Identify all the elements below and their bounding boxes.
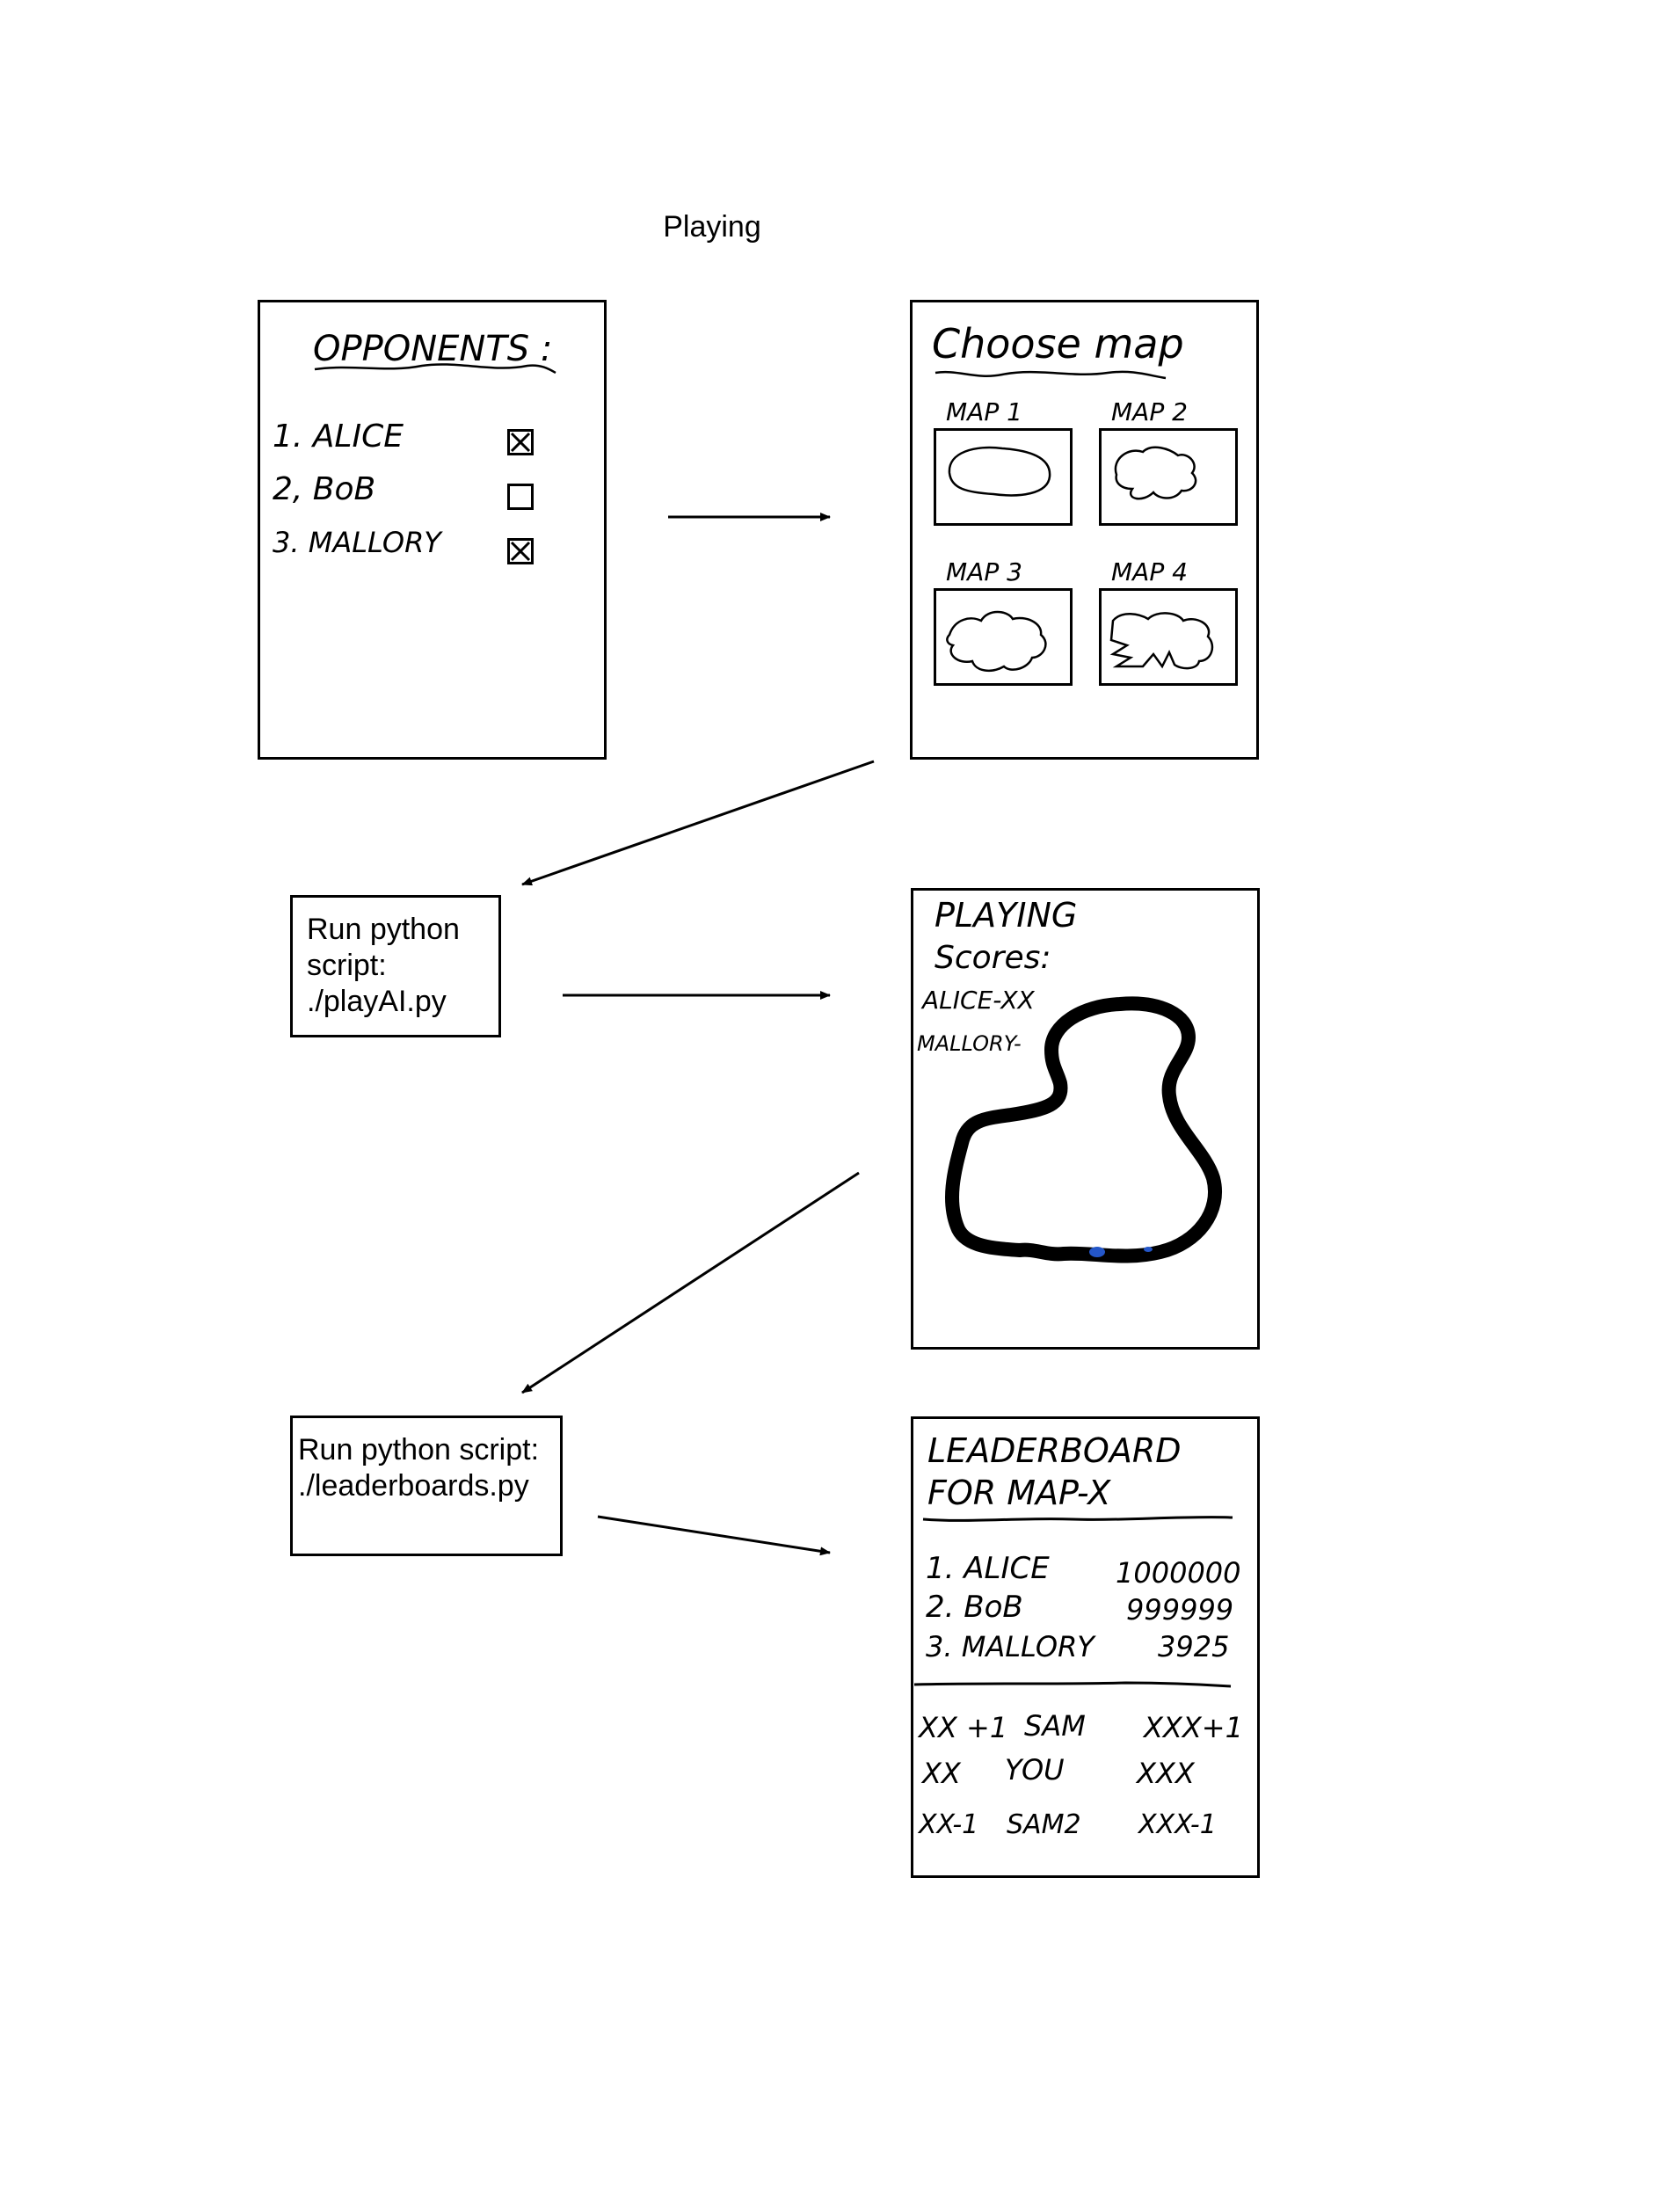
check-mark-icon bbox=[510, 432, 531, 453]
playing-heading: PLAYING bbox=[935, 896, 1078, 935]
opponent-item-bob: 2, BoB bbox=[273, 471, 376, 507]
map-2-shape-icon bbox=[1114, 446, 1197, 500]
map-label-1: MAP 1 bbox=[946, 397, 1022, 426]
top-row-3-score: 3925 bbox=[1158, 1630, 1230, 1663]
near-row-1-rank: XX +1 bbox=[919, 1711, 1008, 1744]
script-line-1: Run python script: bbox=[298, 1433, 540, 1467]
script-line-2: script: bbox=[307, 949, 387, 982]
leaderboard-heading-underline bbox=[922, 1516, 1233, 1522]
leaderboard-divider bbox=[913, 1681, 1232, 1688]
choose-map-heading: Choose map bbox=[932, 320, 1184, 368]
near-row-2-score: XXX bbox=[1137, 1757, 1195, 1790]
checkbox-mallory[interactable] bbox=[507, 538, 534, 564]
opponent-item-mallory: 3. MALLORY bbox=[273, 526, 441, 559]
leaderboard-heading-2: FOR MAP-X bbox=[927, 1474, 1111, 1512]
map-3-shape-icon bbox=[946, 610, 1047, 673]
map-label-4: MAP 4 bbox=[1111, 557, 1188, 586]
leaderboard-heading-1: LEADERBOARD bbox=[927, 1431, 1182, 1470]
script-line-1: Run python bbox=[307, 913, 460, 946]
run-leaderboards-script-box: Run python script: ./leaderboards.py bbox=[290, 1416, 563, 1556]
opponents-heading: OPPONENTS : bbox=[313, 329, 553, 369]
score-line-alice: ALICE-XX bbox=[922, 986, 1035, 1015]
near-row-2-rank: XX bbox=[922, 1757, 961, 1790]
checkbox-bob[interactable] bbox=[507, 484, 534, 510]
scores-label: Scores: bbox=[935, 940, 1051, 976]
top-row-3-rank: 3. MALLORY bbox=[926, 1630, 1095, 1663]
top-row-2-rank: 2. BoB bbox=[926, 1590, 1023, 1625]
near-row-1-score: XXX+1 bbox=[1144, 1711, 1243, 1744]
playing-screen: PLAYING Scores: ALICE-XX MALLORY- bbox=[911, 888, 1260, 1350]
script-line-3: ./playAI.py bbox=[307, 985, 447, 1018]
choose-map-screen: Choose map MAP 1 MAP 2 MAP 3 MAP 4 bbox=[910, 300, 1259, 760]
race-track-shape bbox=[945, 996, 1222, 1263]
map-thumbnail-2[interactable] bbox=[1099, 428, 1238, 526]
arrow-choose-map-to-script bbox=[521, 760, 875, 886]
opponents-heading-underline bbox=[314, 363, 556, 375]
top-row-2-score: 999999 bbox=[1126, 1593, 1234, 1627]
map-label-3: MAP 3 bbox=[946, 557, 1022, 586]
choose-map-heading-underline bbox=[935, 370, 1167, 380]
car-marker-icon bbox=[1089, 1247, 1105, 1257]
opponent-item-alice: 1. ALICE bbox=[273, 418, 404, 455]
run-playai-script-box: Run python script: ./playAI.py bbox=[290, 895, 501, 1037]
top-row-1-rank: 1. ALICE bbox=[926, 1551, 1050, 1586]
near-row-3-rank: XX-1 bbox=[919, 1809, 979, 1840]
score-line-mallory: MALLORY- bbox=[917, 1031, 1022, 1056]
map-thumbnail-3[interactable] bbox=[934, 588, 1073, 686]
page-title: Playing bbox=[663, 210, 761, 244]
leaderboard-screen: LEADERBOARD FOR MAP-X 1. ALICE 1000000 2… bbox=[911, 1416, 1260, 1878]
map-label-2: MAP 2 bbox=[1111, 397, 1188, 426]
near-row-2-name: YOU bbox=[1005, 1753, 1065, 1787]
near-row-1-name: SAM bbox=[1024, 1709, 1086, 1743]
top-row-1-score: 1000000 bbox=[1116, 1556, 1241, 1590]
opponents-screen: OPPONENTS : 1. ALICE 2, BoB 3. MALLORY bbox=[258, 300, 607, 760]
arrow-script-to-leaderboard bbox=[597, 1515, 831, 1556]
near-row-3-name: SAM2 bbox=[1007, 1809, 1081, 1840]
map-4-shape-icon bbox=[1109, 612, 1214, 670]
script-line-2: ./leaderboards.py bbox=[298, 1469, 529, 1503]
near-row-3-score: XXX-1 bbox=[1138, 1809, 1217, 1840]
car-marker-icon bbox=[1144, 1247, 1153, 1252]
map-thumbnail-4[interactable] bbox=[1099, 588, 1238, 686]
arrow-playing-to-leaderboard-script bbox=[521, 1171, 860, 1394]
check-mark-icon bbox=[510, 541, 531, 562]
map-1-shape-icon bbox=[948, 446, 1051, 497]
map-thumbnail-1[interactable] bbox=[934, 428, 1073, 526]
checkbox-alice[interactable] bbox=[507, 429, 534, 455]
